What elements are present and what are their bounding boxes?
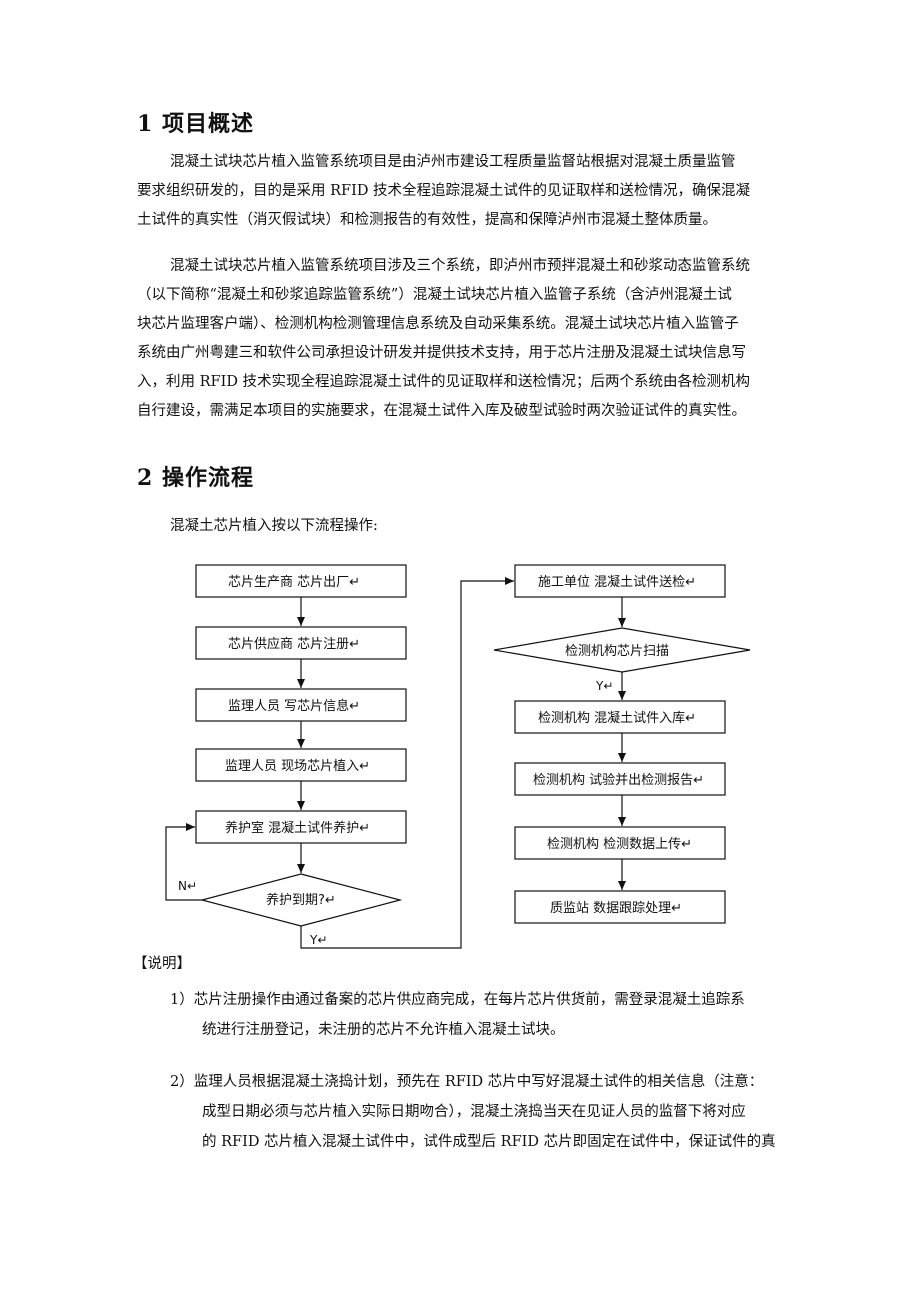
flow-box-right-4	[514, 890, 726, 924]
flow-text-left-4: 监理人员 现场芯片植入↵	[225, 759, 370, 774]
paragraph-line: 系统由广州粤建三和软件公司承担设计研发并提供技术支持，用于芯片注册及混凝土试块信…	[137, 345, 746, 361]
flow-text-left-1: 芯片生产商 芯片出厂↵	[228, 575, 360, 590]
note-line: 1）芯片注册操作由通过备案的芯片供应商完成，在每片芯片供货前，需登录混凝土追踪系	[170, 992, 745, 1008]
flow-label-y-left: Y↵	[309, 933, 327, 947]
flow-box-right-3	[514, 826, 726, 860]
note-line: 统进行注册登记，未注册的芯片不允许植入混凝土试块。	[202, 1022, 565, 1038]
flow-text-right-1: 检测机构 混凝土试件入库↵	[538, 710, 696, 726]
flow-text-right-top: 施工单位 混凝土试件送检↵	[538, 574, 696, 590]
paragraph-line: 要求组织研发的，目的是采用 RFID 技术全程追踪混凝土试件的见证取样和送检情况…	[137, 183, 751, 199]
process-intro: 混凝土芯片植入按以下流程操作:	[170, 518, 378, 534]
note-item-2: 2）监理人员根据混凝土浇捣计划，预先在 RFID 芯片中写好混凝土试件的相关信息…	[170, 1067, 810, 1157]
flow-text-right-4: 质监站 数据跟踪处理↵	[550, 901, 682, 916]
note-item-1: 1）芯片注册操作由通过备案的芯片供应商完成，在每片芯片供货前，需登录混凝土追踪系…	[170, 985, 810, 1045]
note-line: 成型日期必须与芯片植入实际日期吻合），混凝土浇捣当天在见证人员的监督下将对应	[202, 1104, 746, 1120]
paragraph-line: 自行建设，需满足本项目的实施要求，在混凝土试件入库及破型试验时两次验证试件的真实…	[137, 403, 746, 419]
flow-label-y-right: Y↵	[595, 679, 613, 693]
paragraph-line: 块芯片监理客户端）、检测机构检测管理信息系统及自动采集系统。混凝土试块芯片植入监…	[137, 316, 739, 332]
overview-paragraph-1: 混凝土试块芯片植入监管系统项目是由泸州市建设工程质量监督站根据对混凝土质量监管 …	[137, 148, 797, 235]
paragraph-line: 混凝土试块芯片植入监管系统项目是由泸州市建设工程质量监督站根据对混凝土质量监管	[170, 154, 736, 170]
notes-title: 【说明】	[133, 956, 191, 972]
flow-text-right-2: 检测机构 试验并出检测报告↵	[533, 772, 704, 788]
flow-box-right-top	[514, 564, 726, 598]
note-line: 2）监理人员根据混凝土浇捣计划，预先在 RFID 芯片中写好混凝土试件的相关信息…	[170, 1074, 764, 1090]
flow-text-left-5: 养护室 混凝土试件养护↵	[225, 820, 370, 836]
flow-box-right-1	[514, 700, 726, 734]
note-line: 的 RFID 芯片植入混凝土试件中，试件成型后 RFID 芯片即固定在试件中，保…	[202, 1134, 776, 1150]
flow-text-right-3: 检测机构 检测数据上传↵	[547, 837, 692, 852]
flow-label-n: N↵	[178, 879, 197, 893]
flow-box-right-2	[514, 762, 726, 796]
paragraph-line: 混凝土试块芯片植入监管系统项目涉及三个系统，即泸州市预拌混凝土和砂浆动态监管系统	[170, 258, 750, 274]
overview-paragraph-2: 混凝土试块芯片植入监管系统项目涉及三个系统，即泸州市预拌混凝土和砂浆动态监管系统…	[137, 252, 797, 426]
flow-text-decision-right: 检测机构芯片扫描	[565, 644, 669, 659]
paragraph-line: （以下简称“混凝土和砂浆追踪监管系统”）混凝土试块芯片植入监管子系统（含泸州混凝…	[137, 287, 732, 303]
section-heading-overview: 1 项目概述	[137, 111, 254, 137]
flow-text-left-2: 芯片供应商 芯片注册↵	[228, 636, 360, 652]
flow-text-left-3: 监理人员 写芯片信息↵	[228, 698, 360, 714]
paragraph-line: 入，利用 RFID 技术实现全程追踪混凝土试件的见证取样和送检情况；后两个系统由…	[137, 374, 751, 390]
section-heading-process: 2 操作流程	[137, 465, 254, 491]
paragraph-line: 土试件的真实性（消灭假试块）和检测报告的有效性，提高和保障泸州市混凝土整体质量。	[137, 212, 717, 228]
flow-connector-y	[300, 577, 514, 949]
flow-text-decision-left: 养护到期?↵	[266, 892, 336, 908]
flow-loop-n	[165, 823, 202, 901]
